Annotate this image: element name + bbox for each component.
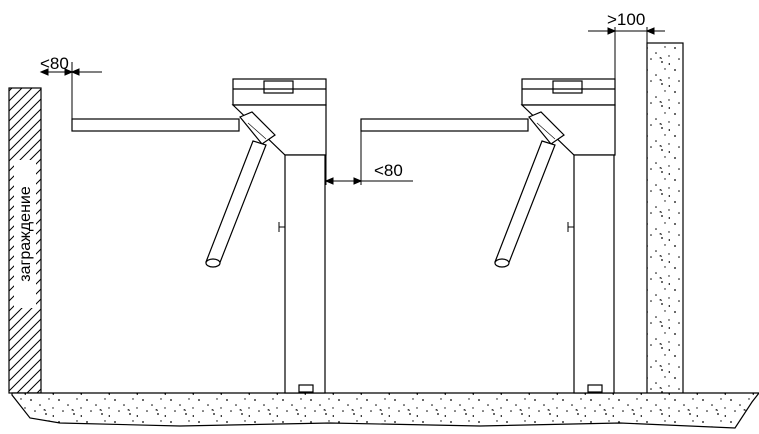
turnstile-1-arm-horizontal — [71, 118, 240, 132]
dimension-middle-gap-label: <80 — [374, 161, 403, 180]
turnstile-1-hub — [239, 111, 276, 145]
turnstile-2-hub — [528, 111, 565, 145]
floor — [11, 392, 759, 429]
fence-label: заграждение — [17, 186, 34, 282]
turnstile-1-arm-lowered — [205, 140, 267, 266]
dimension-middle-gap — [324, 131, 413, 185]
turnstile-2-arm-lowered — [494, 140, 556, 266]
turnstile-2-post — [573, 154, 615, 394]
turnstile-2 — [360, 78, 616, 394]
turnstile-1 — [71, 78, 327, 394]
turnstile-2-display — [552, 80, 583, 94]
dimension-left-gap-label: <80 — [40, 54, 69, 73]
right-wall — [646, 42, 684, 396]
turnstile-2-arm-horizontal — [360, 118, 529, 132]
turnstile-1-housing — [231, 104, 327, 156]
dimension-left-gap — [39, 62, 102, 119]
left-fence — [8, 87, 42, 394]
turnstile-1-post — [284, 154, 326, 394]
dimension-wall-offset-label: >100 — [607, 10, 645, 29]
turnstile-2-housing — [520, 104, 616, 156]
dimension-wall-offset — [588, 27, 665, 79]
turnstile-1-display — [263, 80, 294, 94]
